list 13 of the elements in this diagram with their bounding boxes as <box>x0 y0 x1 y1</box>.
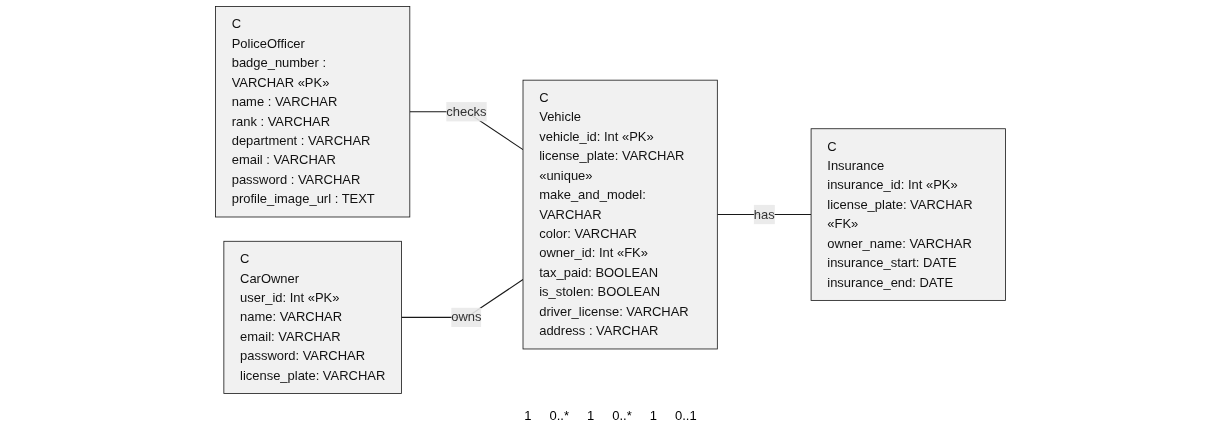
node-box: C PoliceOfficer badge_number : VARCHAR «PK» name : VARCHAR rank : VARCHAR department : VARCHAR email : VARCHAR password : VARCHAR profile_image_url : TEXT <box>215 6 411 218</box>
node-box: C Vehicle vehicle_id: Int «PK» license_plate: VARCHAR «unique» make_and_model: VARCHAR color: VARCHAR owner_id: Int «FK» tax_paid: BOOLEAN is_stolen: BOOLEAN driver_license: VARCHAR address : VARCHAR <box>522 79 718 350</box>
multiplicity-label: 0..* <box>612 407 632 423</box>
node-box: C Insurance insurance_id: Int «PK» license_plate: VARCHAR «FK» owner_name: VARCHAR insurance_start: DATE insurance_end: DATE <box>810 128 1006 301</box>
edge-label: has <box>753 207 775 222</box>
edge-label: owns <box>451 310 482 324</box>
edge-label: checks <box>446 104 487 119</box>
multiplicity-label: 1 <box>524 407 532 423</box>
multiplicity-label: 1 <box>587 407 595 423</box>
node-box: C CarOwner user_id: Int «PK» name: VARCHAR email: VARCHAR password: VARCHAR license_plate: VARCHAR <box>223 240 402 394</box>
multiplicity-label: 1 <box>649 407 657 423</box>
multiplicity-label: 0..1 <box>675 407 697 423</box>
multiplicity-label: 0..* <box>549 407 570 423</box>
